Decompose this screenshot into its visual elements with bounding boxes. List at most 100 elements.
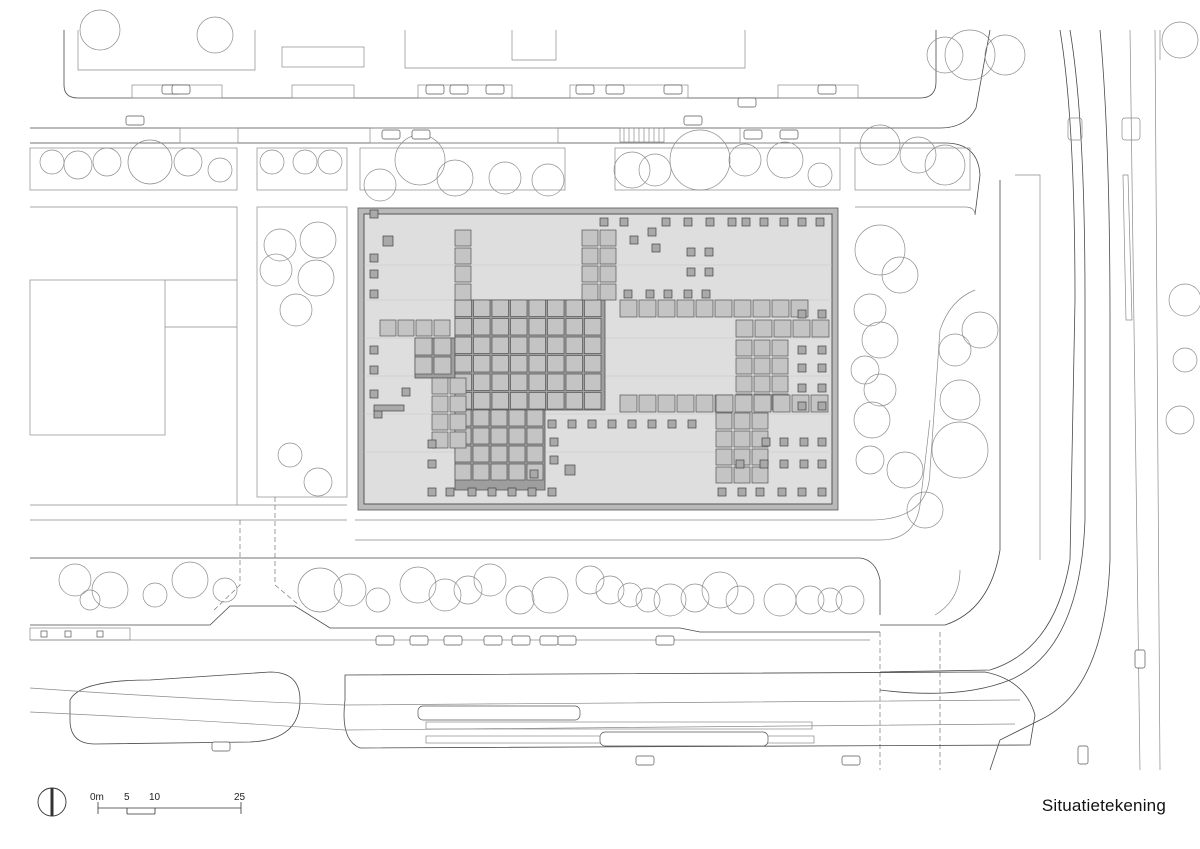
skylight-cell [528, 392, 546, 410]
skylight-cell [753, 339, 771, 357]
skylight-cell [547, 373, 565, 391]
car [171, 84, 191, 95]
skylight-cell [752, 299, 771, 318]
skylight [817, 345, 827, 355]
skylight [369, 289, 379, 299]
skylight-cell [751, 412, 769, 430]
street-lines [30, 29, 991, 216]
tree [531, 163, 565, 197]
skylight-cell [414, 356, 433, 375]
skylight-cell [619, 394, 638, 413]
skylight-cell [584, 373, 602, 391]
skylight [797, 487, 807, 497]
skylight [815, 217, 825, 227]
skylight [817, 437, 827, 447]
skylight-cell [472, 445, 490, 463]
skylight-cell [733, 430, 751, 448]
scale-bar [97, 802, 242, 815]
skylight [683, 217, 693, 227]
skylight [527, 487, 537, 497]
skylight [369, 253, 379, 263]
skylight [817, 383, 827, 393]
skylight-cell [638, 394, 657, 413]
skylight [369, 345, 379, 355]
skylight [549, 437, 559, 447]
skylight-cell [454, 336, 472, 354]
car [557, 635, 577, 646]
skylight [759, 217, 769, 227]
tree [1172, 347, 1198, 373]
skylight-cell [490, 445, 508, 463]
tree [127, 139, 173, 185]
skylight-cell [772, 394, 791, 413]
tree [365, 587, 391, 613]
skylight-cell [528, 318, 546, 336]
scale-label-10: 10 [149, 792, 161, 803]
tree [938, 333, 972, 367]
north-arrow-icon [37, 787, 67, 817]
skylight-cell [510, 392, 528, 410]
skylight-cell [490, 427, 508, 445]
tree [531, 576, 569, 614]
car [663, 84, 683, 95]
tree [850, 355, 880, 385]
skylight [651, 243, 661, 253]
skylight-cell [715, 430, 733, 448]
tree [638, 153, 672, 187]
skylight-cell [676, 299, 695, 318]
skylight [667, 419, 677, 429]
skylight-cell [735, 357, 753, 375]
stairs [619, 127, 665, 143]
car [539, 635, 559, 646]
skylight-cell [449, 413, 467, 431]
skylight [549, 455, 559, 465]
tree [333, 573, 367, 607]
skylight-cell [454, 355, 472, 373]
skylight [761, 437, 771, 447]
skylight-cell [581, 247, 599, 265]
skylight-cell [528, 373, 546, 391]
tree [924, 144, 966, 186]
skylight-cell [581, 229, 599, 247]
tree [212, 577, 238, 603]
skylight-cell [753, 375, 771, 393]
car [841, 755, 861, 766]
skylight [529, 469, 539, 479]
skylight [817, 401, 827, 411]
car [125, 115, 145, 126]
skylight-cell [508, 445, 526, 463]
skylight [647, 419, 657, 429]
car [411, 129, 431, 140]
skylight-cell [526, 409, 544, 427]
skylight-cell [751, 466, 769, 484]
tree [961, 311, 999, 349]
skylight [755, 487, 765, 497]
skylight-cell [473, 392, 491, 410]
skylight [686, 247, 696, 257]
skylight-cell [547, 299, 565, 317]
car [511, 635, 531, 646]
skylight-cell [733, 466, 751, 484]
car [779, 129, 799, 140]
tree [795, 585, 825, 615]
skylight [401, 387, 411, 397]
skylight-cell [599, 229, 617, 247]
skylight-cell [433, 319, 451, 337]
skylight-cell [792, 319, 811, 338]
skylight-cell [433, 356, 452, 375]
car [817, 84, 837, 95]
skylight-cell [508, 409, 526, 427]
skylight-cell [771, 299, 790, 318]
tree [297, 259, 335, 297]
skylight [797, 309, 807, 319]
skylight-cell [526, 427, 544, 445]
skylight [507, 487, 517, 497]
skylight-cell [676, 394, 695, 413]
skylight-cell [454, 247, 472, 265]
skylight-cell [565, 373, 583, 391]
skylight [817, 487, 827, 497]
skylight [777, 487, 787, 497]
skylight-cell [599, 247, 617, 265]
skylight-cell [473, 355, 491, 373]
